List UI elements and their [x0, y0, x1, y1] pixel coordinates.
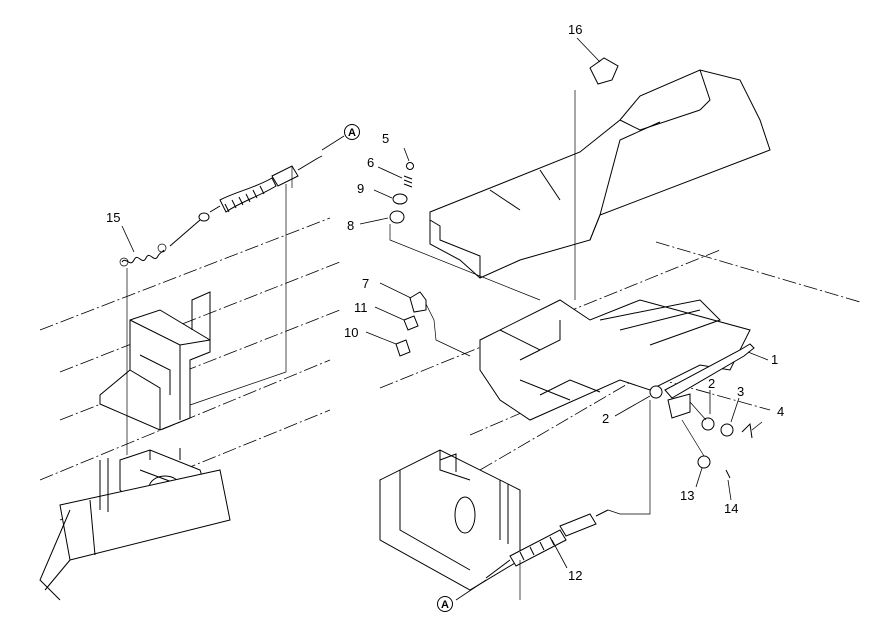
ball-5	[406, 162, 414, 170]
center-small-parts	[389, 162, 541, 357]
callout-5: 5	[382, 131, 389, 146]
callout-13: 13	[680, 488, 694, 503]
callout-6: 6	[367, 155, 374, 170]
spring-6	[403, 175, 413, 188]
bushing-2b	[701, 417, 715, 431]
callout-10: 10	[344, 325, 358, 340]
callout-16: 16	[568, 22, 582, 37]
right-console-assembly	[379, 57, 861, 600]
callout-4: 4	[777, 404, 784, 419]
bolt-7	[409, 291, 427, 313]
bushing-2a	[649, 385, 663, 399]
washer-13	[697, 455, 711, 469]
washer-9	[392, 193, 408, 205]
callout-1: 1	[771, 352, 778, 367]
callout-labels: 1 2 2 3 4 5 6 7 8 9 10 11 12 13 14 15 16…	[106, 22, 784, 612]
pin-14	[725, 469, 731, 479]
callout-12: 12	[568, 568, 582, 583]
bolt-10	[395, 339, 411, 357]
nut-11	[403, 315, 419, 331]
connector-a-top-circle	[344, 124, 360, 140]
callout-3: 3	[737, 384, 744, 399]
connector-a-bottom-circle	[437, 596, 453, 612]
washer-8	[389, 210, 405, 224]
pin-4	[741, 422, 753, 439]
callout-14: 14	[724, 501, 738, 516]
callout-8: 8	[347, 218, 354, 233]
callout-7: 7	[362, 276, 369, 291]
callout-2-upper: 2	[708, 376, 715, 391]
callout-9: 9	[357, 181, 364, 196]
callout-15: 15	[106, 210, 120, 225]
callout-2-lower: 2	[602, 411, 609, 426]
callout-11: 11	[354, 300, 368, 315]
connector-a-bottom-label: A	[441, 599, 449, 611]
connector-a-top-label: A	[348, 127, 356, 139]
leader-lines	[121, 37, 769, 601]
left-frame-assembly	[39, 155, 341, 601]
washer-3	[720, 423, 734, 437]
